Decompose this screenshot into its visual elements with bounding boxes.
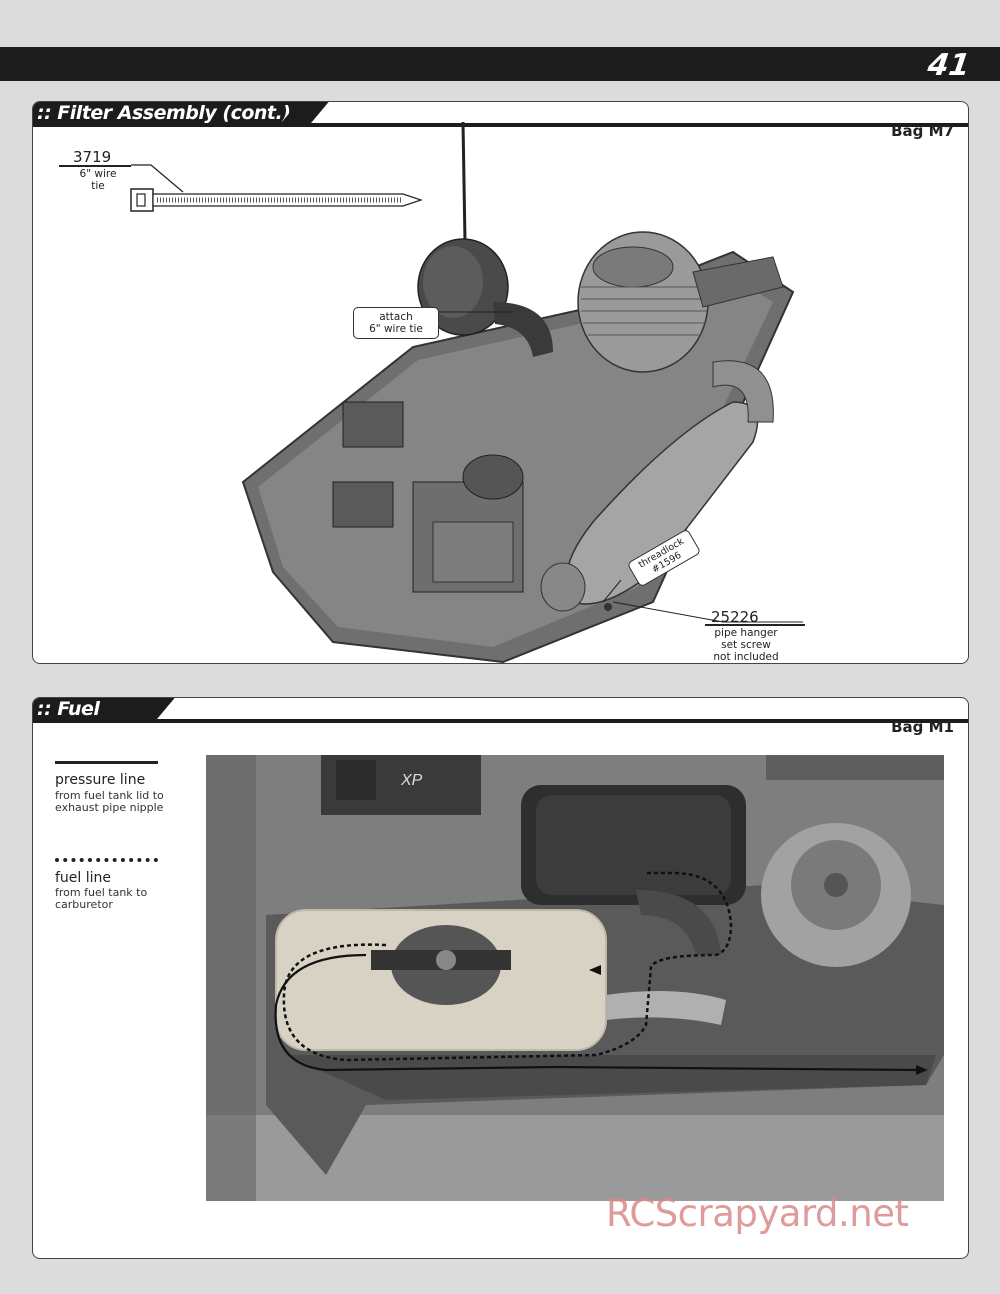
page-number: 41 xyxy=(925,48,973,83)
chassis-photo: XP xyxy=(206,755,944,1201)
fuel-line-swatch xyxy=(55,858,158,862)
section-header: :: Fuel Line xyxy=(33,698,968,742)
fuel-line-photo: XP xyxy=(206,755,944,1201)
pressure-line-title: pressure line xyxy=(55,772,146,788)
top-bar xyxy=(0,47,1000,81)
pressure-line-desc: from fuel tank lid to exhaust pipe nippl… xyxy=(55,789,164,814)
fuel-line-panel: :: Fuel Line Bag M1 pressure line from f… xyxy=(32,697,969,1259)
fuel-line-desc: from fuel tank to carburetor xyxy=(55,886,148,911)
part-number: 25226 xyxy=(711,608,759,626)
part-number: 3719 xyxy=(73,148,112,166)
part-description: pipe hanger set screw not included xyxy=(713,627,779,663)
bag-label: Bag M1 xyxy=(891,718,954,736)
pressure-line-swatch xyxy=(55,761,158,764)
fuel-line-title: fuel line xyxy=(55,870,112,886)
wire-tie-icon xyxy=(130,164,423,212)
watermark: RCScrapyard.net xyxy=(606,1192,909,1235)
attach-callout: attach 6" wire tie xyxy=(353,307,439,339)
filter-assembly-diagram xyxy=(130,121,803,663)
filter-assembly-panel: :: Filter Assembly (cont.) Bag M7 3719 6… xyxy=(32,101,969,664)
part-description: 6" wire tie xyxy=(79,168,117,192)
xp-brand-label: XP xyxy=(400,772,423,789)
section-title: :: Filter Assembly (cont.) xyxy=(33,102,301,127)
bag-label: Bag M7 xyxy=(891,122,954,140)
section-header: :: Filter Assembly (cont.) xyxy=(33,102,968,127)
